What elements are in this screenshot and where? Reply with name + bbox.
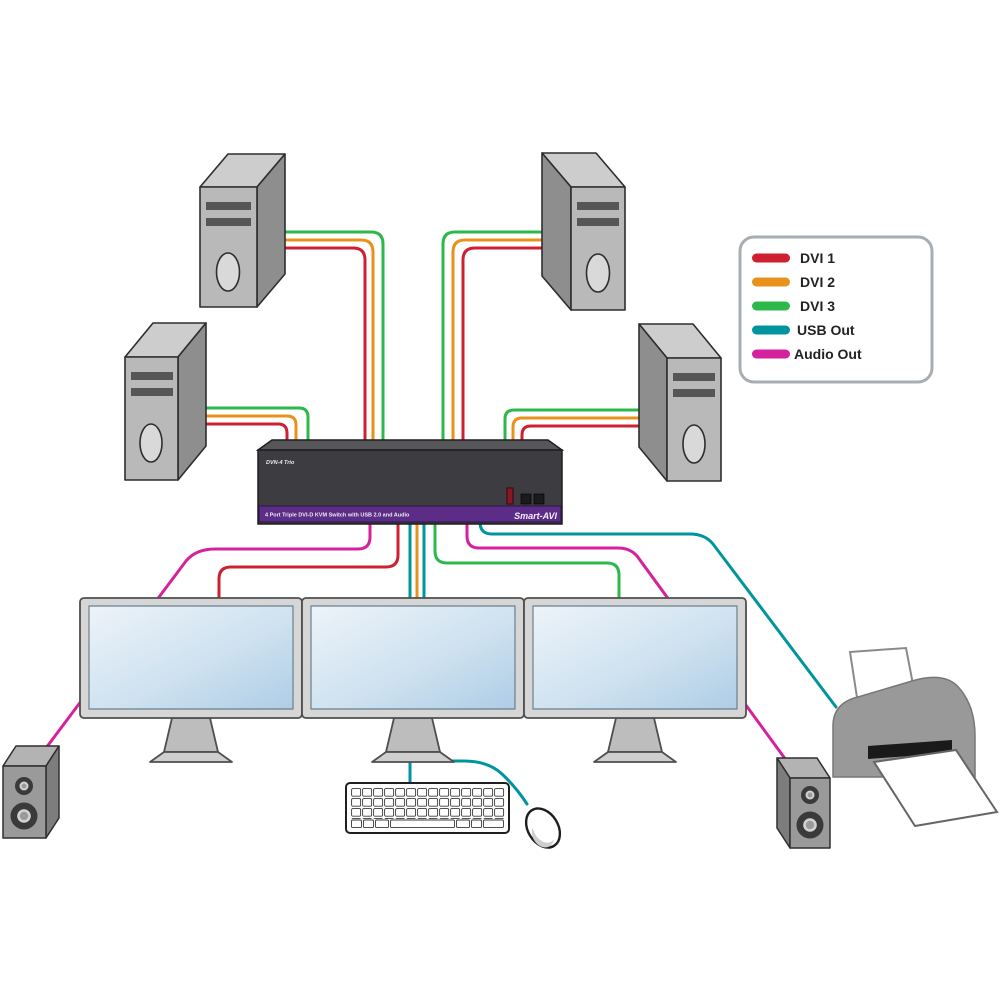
legend-label-audio: Audio Out bbox=[794, 346, 862, 362]
cable-dvi3-tower1 bbox=[283, 230, 385, 447]
keyboard-keys bbox=[351, 788, 505, 819]
legend-swatch-audio bbox=[752, 349, 790, 359]
cable-group-dvi1 bbox=[204, 246, 641, 603]
speaker-left-woofer-dome bbox=[19, 811, 29, 821]
speaker-left-tweeter-dome bbox=[21, 783, 27, 789]
keyboard-bottom-row bbox=[351, 819, 504, 829]
mouse-icon bbox=[524, 807, 562, 849]
legend-label-dvi3: DVI 3 bbox=[800, 298, 835, 314]
monitor-center-stand-base bbox=[371, 751, 455, 763]
computer-tower-2-icon bbox=[541, 152, 626, 311]
tower2-power-button bbox=[585, 253, 611, 293]
computer-tower-1-icon bbox=[199, 153, 286, 308]
tower3-drive-bay bbox=[131, 388, 173, 396]
cable-dvi3-tower3 bbox=[204, 406, 310, 447]
cable-group-dvi3 bbox=[204, 230, 641, 603]
keyboard-spacebar bbox=[390, 819, 455, 829]
cable-dvi1-tower1 bbox=[283, 246, 367, 447]
tower1-drive-bay bbox=[206, 202, 251, 210]
monitor-center-stand-neck bbox=[385, 717, 441, 753]
tower2-drive-bay bbox=[577, 218, 619, 226]
kvm-strip-label: 4 Port Triple DVI-D KVM Switch with USB … bbox=[265, 513, 410, 519]
kvm-led-display bbox=[506, 487, 514, 505]
cable-dvi1-tower2 bbox=[461, 246, 544, 447]
cable-dvi3-right-monitor bbox=[433, 516, 621, 603]
legend-label-dvi2: DVI 2 bbox=[800, 274, 835, 290]
monitor-left-screen bbox=[88, 605, 294, 710]
speaker-right-woofer-dome bbox=[805, 820, 815, 830]
legend-item-usb: USB Out bbox=[752, 322, 855, 338]
monitor-center-screen bbox=[310, 605, 516, 710]
tower1-drive-bay bbox=[206, 218, 251, 226]
cable-dvi2-tower3 bbox=[204, 414, 298, 447]
monitor-right-screen bbox=[532, 605, 738, 710]
tower2-drive-bay bbox=[577, 202, 619, 210]
legend-item-dvi2: DVI 2 bbox=[752, 274, 835, 290]
cable-dvi3-tower4 bbox=[503, 408, 641, 447]
legend: DVI 1 DVI 2 DVI 3 USB Out Audio Out bbox=[738, 235, 934, 384]
cable-dvi2-tower2 bbox=[451, 238, 544, 447]
cable-dvi1-tower4 bbox=[520, 424, 641, 447]
kvm-model-label: DVN-4 Trio bbox=[266, 460, 295, 466]
legend-box bbox=[738, 235, 934, 384]
kvm-brand-logo: Smart-AVI bbox=[514, 511, 557, 521]
cable-dvi1-left-monitor bbox=[217, 516, 400, 603]
legend-swatch-dvi1 bbox=[752, 253, 790, 263]
monitor-left-stand-neck bbox=[163, 717, 219, 753]
speaker-right-tweeter-dome bbox=[807, 792, 813, 798]
kvm-top-face bbox=[255, 439, 565, 451]
cable-usb-printer bbox=[478, 516, 838, 709]
kvm-strip bbox=[258, 505, 562, 523]
legend-label-dvi1: DVI 1 bbox=[800, 250, 835, 266]
cable-dvi2-tower1 bbox=[283, 238, 375, 447]
legend-item-dvi1: DVI 1 bbox=[752, 250, 835, 266]
tower3-drive-bay bbox=[131, 372, 173, 380]
cable-audio-right-speaker bbox=[465, 516, 788, 762]
computer-tower-3-icon bbox=[124, 322, 207, 481]
speaker-right-icon bbox=[776, 757, 831, 849]
monitor-center-icon bbox=[301, 597, 525, 763]
monitor-left-stand-base bbox=[149, 751, 233, 763]
cable-audio-left-speaker bbox=[44, 516, 372, 750]
monitor-right-icon bbox=[523, 597, 747, 763]
monitor-right-stand-neck bbox=[607, 717, 663, 753]
tower3-power-button bbox=[139, 423, 163, 463]
printer-icon bbox=[832, 646, 999, 828]
cable-group-dvi2 bbox=[204, 238, 641, 603]
cable-dvi2-tower4 bbox=[511, 416, 641, 447]
tower4-drive-bay bbox=[673, 373, 715, 381]
monitor-right-stand-base bbox=[593, 751, 677, 763]
computer-tower-4-icon bbox=[638, 323, 722, 482]
kvm-button bbox=[520, 493, 532, 505]
legend-item-audio: Audio Out bbox=[752, 346, 862, 362]
monitor-left-icon bbox=[79, 597, 303, 763]
legend-swatch-usb bbox=[752, 325, 790, 335]
legend-swatch-dvi2 bbox=[752, 277, 790, 287]
legend-label-usb: USB Out bbox=[797, 322, 855, 338]
kvm-switch: DVN-4 Trio 4 Port Triple DVI-D KVM Switc… bbox=[255, 439, 565, 525]
keyboard-icon bbox=[345, 782, 510, 834]
legend-swatch-dvi3 bbox=[752, 301, 790, 311]
mouse-highlight bbox=[532, 816, 556, 843]
tower1-power-button bbox=[215, 252, 241, 292]
speaker-left-icon bbox=[2, 745, 60, 839]
tower4-drive-bay bbox=[673, 389, 715, 397]
cable-dvi3-tower2 bbox=[441, 230, 544, 447]
kvm-button bbox=[533, 493, 545, 505]
legend-item-dvi3: DVI 3 bbox=[752, 298, 835, 314]
cable-group-audio bbox=[44, 516, 788, 762]
printer-paper-output bbox=[872, 748, 999, 828]
cable-dvi1-tower3 bbox=[204, 422, 289, 447]
tower4-power-button bbox=[682, 424, 706, 464]
